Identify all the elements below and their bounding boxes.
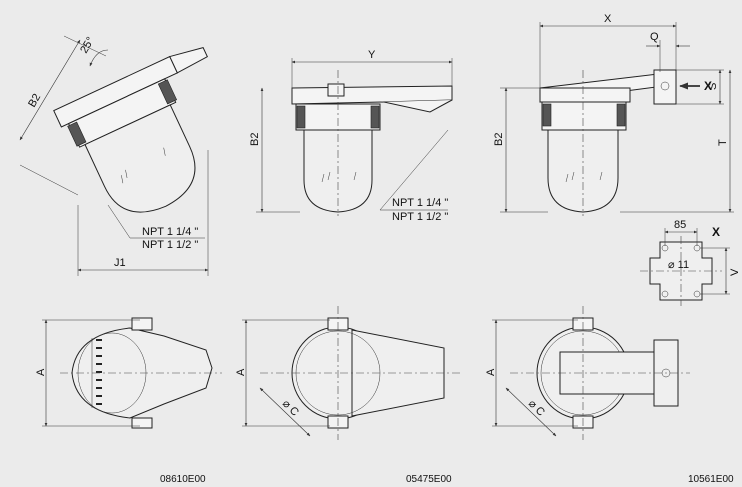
a-label-left: A [35,368,47,376]
thread-label-left-1: NPT 1 1/4 " [142,226,198,238]
c-dimension-right [505,387,557,437]
tilted-globe [84,104,196,213]
code-left: 08610E00 [160,474,206,485]
a-label-right: A [485,368,497,376]
thread-label-mid-2: NPT 1 1/2 " [392,211,448,223]
b2-label-left: B2 [26,92,43,110]
side-fixture-view [256,58,453,216]
c-label-middle: ⌀ C [280,398,301,419]
detail-x-label: X [712,225,720,239]
c-label-right: ⌀ C [526,398,547,419]
top-view-left [42,317,222,429]
detail-x-view [640,228,730,306]
c-dimension-middle [259,387,311,437]
x-arrow-label: X [704,79,712,93]
b2-label-middle: B2 [249,133,261,146]
b2-label-right: B2 [493,133,505,146]
code-right: 10561E00 [688,474,734,485]
hole-label: ⌀ 11 [668,259,689,271]
top-middle-bracket [351,329,445,417]
angle-label: 25° [78,35,97,55]
tilted-fixture-view [19,35,209,276]
a-label-middle: A [235,368,247,376]
code-middle: 05475E00 [406,474,452,485]
thread-label-left-2: NPT 1 1/2 " [142,239,198,251]
front-mount-hole [660,81,670,91]
x-label: X [604,13,612,25]
thread-label-mid-1: NPT 1 1/4 " [392,197,448,209]
y-label: Y [368,49,376,61]
top-view-middle [242,306,460,440]
j1-label: J1 [114,257,126,269]
t-label: T [717,139,729,146]
q-label: Q [650,31,659,43]
dim-85-label: 85 [674,219,686,231]
v-label: V [729,268,741,276]
s-label: S [707,83,719,90]
front-fixture-view [500,22,734,216]
top-view-right [492,306,690,440]
front-mount-block [653,69,677,105]
b2-dimension-left [19,39,81,141]
